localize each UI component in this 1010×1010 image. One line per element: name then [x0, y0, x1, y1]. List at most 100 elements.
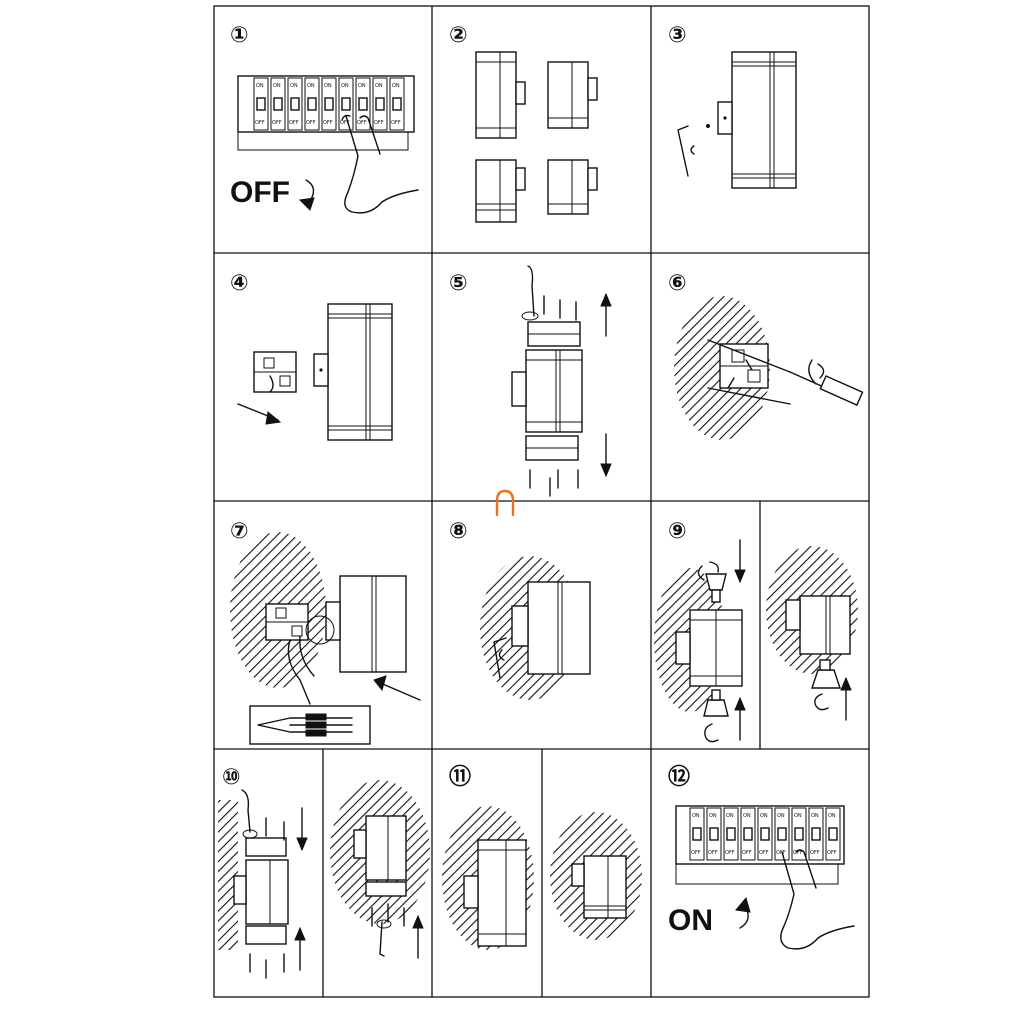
text-cursor-icon [495, 489, 515, 517]
step-number: ⑩ [222, 765, 241, 790]
step-11-panel: ⑪ [442, 764, 642, 950]
switch-off-label: OFF [691, 850, 701, 856]
connector-inset [249, 705, 371, 745]
single-lamp [571, 855, 627, 919]
step-1-panel: ① ONOFFONOFFONOFFONOFFONOFFONOFFONOFFONO… [230, 23, 419, 214]
switch-off-label: OFF [289, 120, 299, 126]
arrow-icon [600, 433, 612, 477]
step-number: ⑦ [230, 519, 249, 544]
switch-lever [828, 827, 838, 841]
double-lamp [463, 839, 527, 947]
switch-off-label: OFF [827, 850, 837, 856]
step-number: ③ [668, 23, 687, 48]
breaker-switch [791, 807, 807, 861]
breaker-switch [355, 77, 371, 131]
switch-off-label: OFF [340, 120, 350, 126]
switch-off-label: OFF [323, 120, 333, 126]
breaker-switch [774, 807, 790, 861]
switch-lever [307, 97, 317, 111]
top-cap [245, 837, 287, 857]
wall-hatch [218, 800, 238, 950]
switch-on-label: ON [709, 813, 717, 819]
breaker-switch [321, 77, 337, 131]
step-7-panel: ⑦ [230, 519, 421, 745]
switch-lever [743, 827, 753, 841]
breaker-switch [372, 77, 388, 131]
step-2-panel: ② [449, 23, 598, 223]
breaker-switch [253, 77, 269, 131]
breaker-switch [270, 77, 286, 131]
switch-lever [273, 97, 283, 111]
lamp-body [511, 581, 591, 675]
breaker-switch [740, 807, 756, 861]
off-label: OFF [230, 176, 290, 209]
step-10-panel: ⑩ [218, 765, 430, 979]
arrow-icon [377, 681, 421, 701]
switch-lever [777, 827, 787, 841]
hand-pointer-icon [780, 849, 855, 950]
bottom-cap [365, 881, 407, 897]
switch-lever [358, 97, 368, 111]
top-cap [527, 321, 581, 347]
step-9-panel: ⑨ [654, 519, 858, 743]
switch-on-label: ON [273, 83, 281, 89]
step-number: ① [230, 23, 249, 48]
breaker-switch [689, 807, 705, 861]
bottom-cap [525, 435, 579, 461]
breaker-panel: ONOFFONOFFONOFFONOFFONOFFONOFFONOFFONOFF… [237, 75, 415, 151]
switch-on-label: ON [794, 813, 802, 819]
switch-on-label: ON [341, 83, 349, 89]
step-number: ⑥ [668, 271, 687, 296]
breaker-switch [287, 77, 303, 131]
lamp-body [511, 349, 583, 433]
switch-off-label: OFF [793, 850, 803, 856]
step-number: ⑫ [668, 764, 690, 790]
lamp-body [353, 815, 407, 881]
switch-off-label: OFF [776, 850, 786, 856]
switch-on-label: ON [375, 83, 383, 89]
lamp-body [233, 859, 289, 925]
double-lamp [475, 51, 526, 139]
mounting-plate [265, 603, 309, 641]
breaker-switch [723, 807, 739, 861]
switch-lever [256, 97, 266, 111]
bulb-icon [697, 561, 727, 603]
step-number: ⑨ [668, 519, 687, 544]
step-3-panel: ③ [668, 23, 797, 189]
bottom-cap [245, 925, 287, 945]
breaker-switch [757, 807, 773, 861]
bulb-icon [811, 659, 841, 711]
breaker-panel: ONOFFONOFFONOFFONOFFONOFFONOFFONOFFONOFF… [675, 805, 845, 885]
switch-on-label: ON [726, 813, 734, 819]
breaker-switch [706, 807, 722, 861]
arrow-icon [600, 293, 612, 337]
switch-lever [392, 97, 402, 111]
switch-on-label: ON [828, 813, 836, 819]
switch-on-label: ON [392, 83, 400, 89]
screwdriver-icon [789, 359, 864, 406]
switch-on-label: ON [811, 813, 819, 819]
step-number: ② [449, 23, 468, 48]
step-number: ⑧ [449, 519, 468, 544]
double-lamp [547, 61, 598, 129]
switch-off-label: OFF [391, 120, 401, 126]
switch-lever [760, 827, 770, 841]
switch-off-label: OFF [306, 120, 316, 126]
mounting-plate [719, 343, 769, 389]
switch-on-label: ON [324, 83, 332, 89]
switch-on-label: ON [760, 813, 768, 819]
step-6-panel: ⑥ [668, 271, 864, 440]
step-4-panel: ④ [230, 271, 393, 441]
switch-lever [375, 97, 385, 111]
switch-on-label: ON [358, 83, 366, 89]
switch-lever [341, 97, 351, 111]
switch-on-label: ON [256, 83, 264, 89]
switch-off-label: OFF [357, 120, 367, 126]
hex-key-icon [493, 637, 507, 679]
switch-on-label: ON [777, 813, 785, 819]
breaker-switch [825, 807, 841, 861]
single-lamp [475, 159, 526, 223]
hand-pointer-icon [341, 114, 419, 214]
lamp-body [675, 609, 743, 687]
